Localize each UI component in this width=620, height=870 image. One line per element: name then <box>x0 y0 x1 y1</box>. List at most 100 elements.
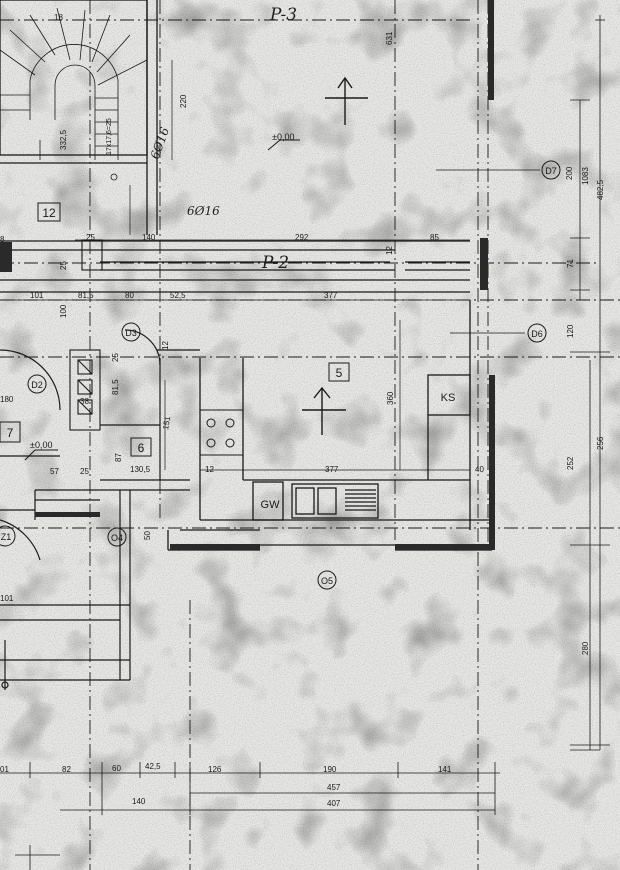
dim: 360 <box>386 391 395 405</box>
dim: 126 <box>208 765 222 774</box>
dim: 25 <box>111 353 120 362</box>
dim: 1083 <box>581 167 590 185</box>
dim: 12 <box>385 246 394 255</box>
stair-hall-walls <box>0 0 158 235</box>
dim: 38 <box>80 397 89 406</box>
dim: 40 <box>475 465 484 474</box>
dim: 140 <box>142 233 156 242</box>
dim: 101 <box>30 291 44 300</box>
dim: 256 <box>596 436 605 450</box>
dim: 81,5 <box>111 379 120 395</box>
room-box-7 <box>0 421 21 443</box>
label-ks: KS <box>441 392 456 404</box>
vent-ducts <box>69 239 103 431</box>
dim: 12 <box>205 465 214 474</box>
label-gw: GW <box>261 499 281 511</box>
dim: 25 <box>86 233 95 242</box>
dim: 252 <box>566 456 575 470</box>
orientation-cross-top <box>325 76 368 125</box>
marker-d6 <box>527 323 547 343</box>
marker-d3 <box>121 322 141 342</box>
circle-d7: D7 <box>545 166 557 176</box>
wall-band-p2 <box>0 240 470 293</box>
dim: 82 <box>62 765 71 774</box>
lower-left-walls <box>0 329 190 690</box>
dim: 85 <box>430 233 439 242</box>
dim: 130,5 <box>130 465 151 474</box>
dim: 81,5 <box>78 291 94 300</box>
circle-d3: D3 <box>125 328 137 338</box>
handwritten-bar-1: 6Ø16 <box>187 204 220 218</box>
dim: 50 <box>143 531 152 540</box>
dim: 01 <box>0 765 9 774</box>
level-left: ±0,00 <box>30 440 52 450</box>
dim: 120 <box>566 324 575 338</box>
winding-stair <box>0 7 148 181</box>
dim: 60 <box>112 764 121 773</box>
room-box-12 <box>37 202 61 222</box>
marker-d7 <box>541 160 561 180</box>
room-box-6 <box>130 437 152 457</box>
marker-z1 <box>0 525 16 547</box>
room-box-5 <box>328 362 350 382</box>
dim: 457 <box>327 783 341 792</box>
dim: 280 <box>581 641 590 655</box>
dim: 180 <box>0 395 14 404</box>
dim: 332,5 <box>59 129 68 150</box>
bottom-dimensions <box>0 762 500 870</box>
right-dimensions <box>436 15 610 751</box>
marker-o4 <box>107 527 127 547</box>
dim: 80 <box>125 291 134 300</box>
axis-p3: P-3 <box>269 5 297 25</box>
stair-label: 17x17,6=25 <box>106 118 113 155</box>
room-5: 5 <box>336 366 343 380</box>
orientation-cross-kitchen <box>302 386 346 435</box>
dim: 25 <box>59 261 68 270</box>
room-7: 7 <box>7 426 14 440</box>
dim: 220 <box>179 94 188 108</box>
dim: 100 <box>59 304 68 318</box>
level-marker-top <box>267 139 300 151</box>
circle-o4: O4 <box>111 533 123 543</box>
dim: 377 <box>325 465 339 474</box>
marker-d2 <box>27 374 47 394</box>
dim: 140 <box>132 797 146 806</box>
dim: 25 <box>80 467 89 476</box>
circle-o5: O5 <box>321 576 333 586</box>
dim: 42,5 <box>145 762 161 771</box>
dim: 190 <box>323 765 337 774</box>
dim: 482,5 <box>596 179 605 200</box>
inner-dimensions <box>0 60 470 471</box>
solid-walls <box>0 0 495 550</box>
marker-circles <box>0 160 561 590</box>
dim: 631 <box>385 31 394 45</box>
dim: 52,5 <box>170 291 186 300</box>
level-marker-left <box>24 449 58 461</box>
dim: 141 <box>438 765 452 774</box>
dim: 407 <box>327 799 341 808</box>
cooktop <box>199 409 244 456</box>
room-6: 6 <box>138 441 145 455</box>
kitchen-walls <box>157 300 492 551</box>
dim: 87 <box>114 453 123 462</box>
dim: 292 <box>295 233 309 242</box>
dim: 151 <box>161 415 172 430</box>
room-12: 12 <box>42 206 56 220</box>
circle-d2: D2 <box>31 380 43 390</box>
dim: 101 <box>0 594 14 603</box>
dim: 57 <box>50 467 59 476</box>
circle-z1: Z1 <box>1 532 12 542</box>
dim: 18 <box>54 13 63 22</box>
dim: 12 <box>161 341 170 350</box>
marker-o5 <box>317 570 337 590</box>
dim: 377 <box>324 291 338 300</box>
circle-d6: D6 <box>531 329 543 339</box>
dim: 71 <box>566 259 575 268</box>
axis-p2: P-2 <box>261 253 289 273</box>
level-top: ±0,00 <box>272 132 294 142</box>
dim: 8 <box>0 235 5 244</box>
dim: 200 <box>565 166 574 180</box>
